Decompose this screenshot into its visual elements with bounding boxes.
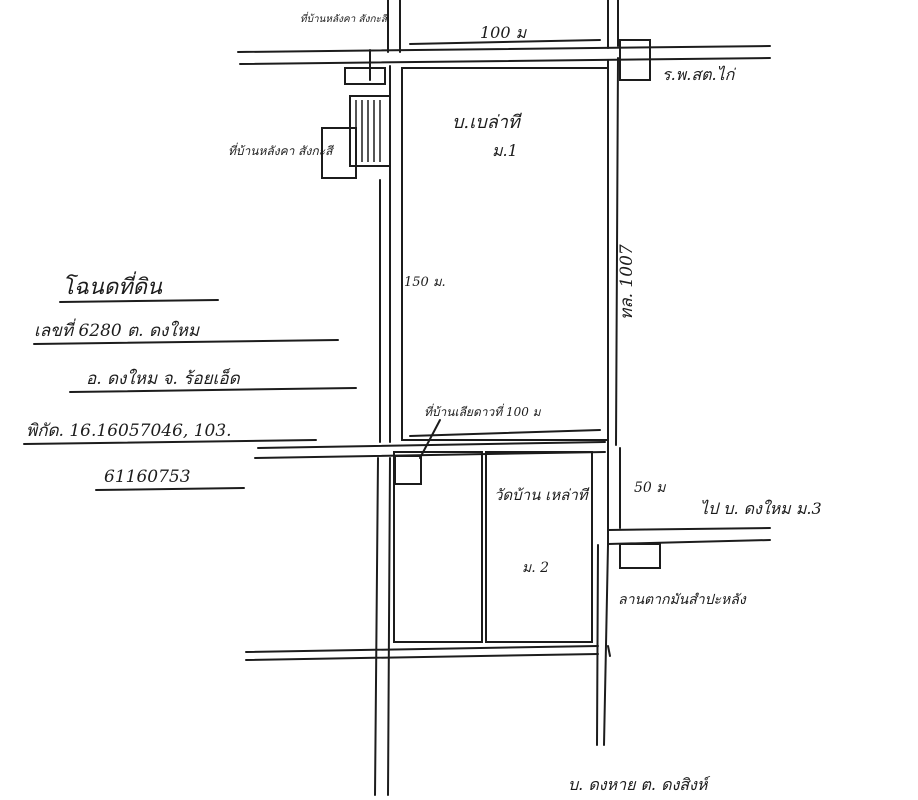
label-top-left-building: ที่บ้านหลังคา สังกะสี: [300, 11, 389, 25]
label-coordinates-2: 61160753: [104, 467, 191, 487]
label-to-village-3: ไป บ. ดงใหม ม.3: [700, 499, 822, 518]
label-village-1-moo: ม.1: [492, 141, 518, 160]
underline-number: [33, 339, 339, 345]
road-right-lower-2: [603, 544, 609, 746]
underline-district: [69, 387, 357, 393]
road-bottom-edge-2: [245, 653, 599, 661]
dim-top-100m: [409, 39, 601, 45]
map-lines: [23, 0, 771, 796]
building-hatched: [349, 95, 391, 167]
label-village-2-moo: ม. 2: [522, 560, 549, 576]
underline-coords: [23, 439, 317, 445]
text-labels: 100 ม ที่บ้านหลังคา สังกะสี ร.พ.สต.ไก่ บ…: [26, 11, 822, 794]
road-left-lower-2: [387, 457, 391, 796]
label-block-title: โฉนดที่ดิน: [62, 271, 163, 300]
label-center: ที่บ้านเลียดาวที่ 100 ม: [424, 403, 542, 419]
place-box-lower-right: [619, 543, 661, 569]
label-height-top: 150 ม.: [404, 275, 446, 290]
plot-lower-left: [393, 451, 483, 643]
label-bottom-location: บ. ดงหาย ต. ดงสิงห์: [568, 775, 710, 794]
label-right-top-place: ร.พ.สต.ไก่: [662, 65, 736, 84]
label-right-bottom-place: ลานตากมันสำปะหลัง: [618, 592, 747, 608]
road-village3-edge-1: [607, 527, 771, 531]
label-village-1-name: บ.เบล่าที: [452, 112, 523, 133]
arrow-center: [419, 419, 441, 459]
label-road: ทล. 1007: [617, 244, 637, 320]
road-top-edge-2: [239, 57, 771, 65]
road-top-edge-1: [237, 45, 771, 53]
label-left-building: ที่บ้านหลังคา สังกะสี: [228, 142, 334, 158]
label-height-right: 50 ม: [634, 480, 666, 496]
hatching: [355, 100, 381, 162]
road-bottom-edge-1: [245, 645, 599, 653]
road-right-lower-1: [596, 544, 599, 746]
road-middle-edge-2: [257, 441, 606, 449]
road-hw-edge-2: [615, 57, 619, 446]
building-top-left: [344, 67, 386, 85]
road-left-lower-1: [374, 457, 379, 796]
plot-temple: [485, 451, 593, 643]
label-top-width: 100 ม: [480, 23, 528, 42]
label-coordinates-1: พิกัด. 16.16057046, 103.: [26, 421, 232, 441]
label-temple-name: วัดบ้าน เหล่าที: [494, 486, 590, 504]
underline-title: [59, 299, 219, 303]
underline-coords-2: [95, 487, 245, 491]
dim-bottom-100m: [409, 429, 601, 437]
place-box-top-right: [619, 39, 651, 81]
label-block-number: เลขที่ 6280 ต. ดงใหม: [34, 318, 200, 341]
building-lower-left: [394, 455, 422, 485]
label-block-district: อ. ดงใหม จ. ร้อยเอ็ด: [86, 368, 241, 389]
road-bottom-right: [607, 645, 611, 657]
